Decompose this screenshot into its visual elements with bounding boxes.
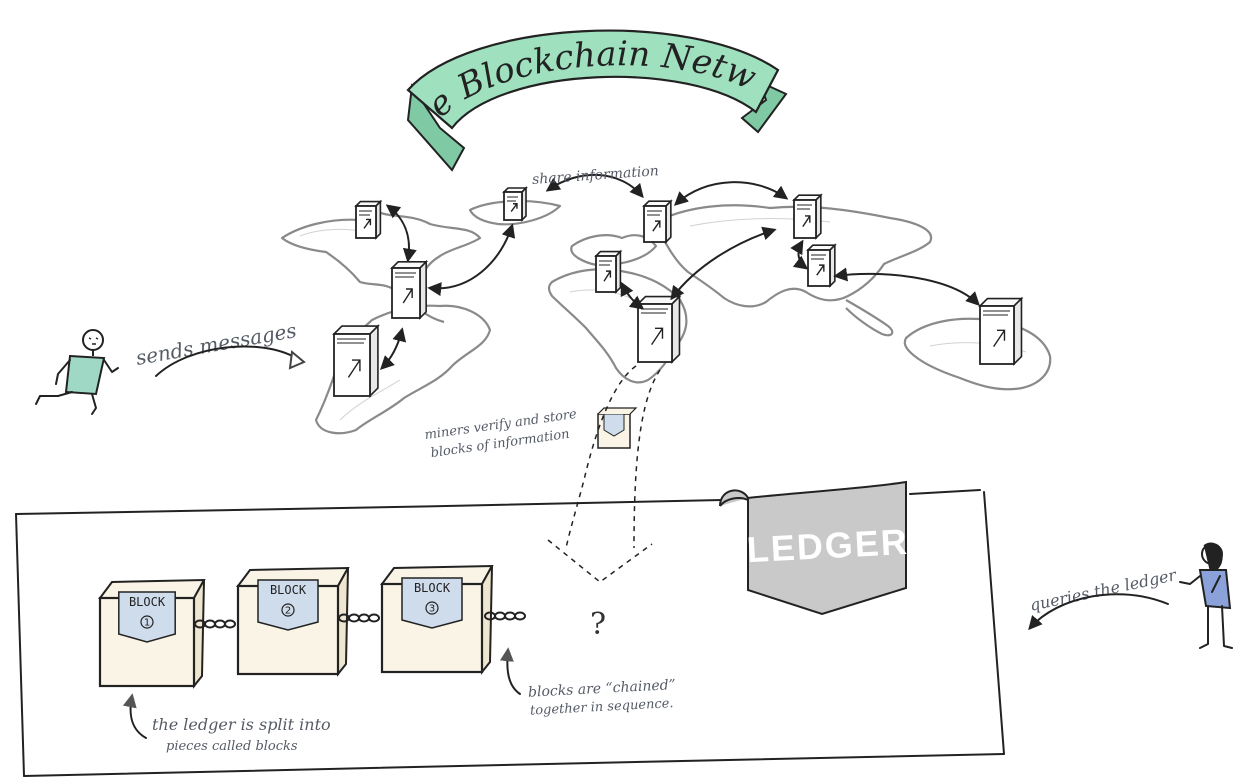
chained-label-line1: blocks are “chained” — [528, 677, 677, 701]
block-item: BLOCK 2 — [236, 566, 350, 677]
banner-ribbon — [406, 29, 780, 130]
queries-ledger-label: queries the ledger — [1028, 565, 1179, 615]
arrow-icon — [380, 327, 407, 370]
chained-arrow — [499, 647, 521, 695]
australia-outline — [903, 317, 1052, 391]
block-item: BLOCK 1 — [98, 578, 206, 689]
server-icon — [978, 296, 1024, 366]
ledger-split-arrow — [122, 693, 147, 739]
person-icon — [35, 329, 119, 415]
person-right — [1179, 542, 1233, 649]
arrow-icon — [833, 267, 980, 306]
arrow-icon — [385, 204, 417, 263]
share-information-label: share information — [532, 163, 660, 188]
chain-links — [194, 611, 526, 629]
network-nodes — [332, 186, 1024, 398]
server-icon — [594, 249, 623, 294]
ledger-tab: LEDGER — [719, 480, 910, 616]
ledger-frame: LEDGER — [15, 480, 1005, 777]
block-list: BLOCK 1 BLOCK 2 BLOCK 3 — [98, 564, 494, 689]
person-left — [35, 329, 119, 415]
page-title: The Blockchain Network — [0, 0, 762, 125]
block-label: BLOCK — [270, 583, 307, 597]
ledger-title: LEDGER — [746, 521, 910, 570]
person-right-shirt — [1198, 569, 1232, 610]
server-icon — [792, 193, 823, 240]
ledger-split-label-line1: the ledger is split into — [152, 715, 331, 734]
server-icon — [642, 199, 673, 244]
ledger-split-label-line2: pieces called blocks — [166, 739, 298, 754]
block-number: 3 — [429, 604, 435, 615]
server-icon — [354, 199, 383, 240]
southeast-asia-outline — [845, 299, 894, 337]
send-arrow — [155, 345, 297, 377]
arrow-icon — [673, 181, 789, 206]
server-icon — [806, 243, 837, 288]
query-arrow — [1028, 593, 1169, 631]
arrow-icon — [670, 226, 777, 301]
chain-icon — [484, 611, 526, 621]
next-block-question-mark: ? — [590, 607, 606, 642]
chain-icon — [338, 613, 380, 623]
world-map-icon — [280, 199, 1052, 435]
person-icon — [1179, 542, 1233, 649]
server-icon — [332, 324, 380, 398]
banner-left-tail — [406, 83, 466, 172]
server-icon — [636, 294, 682, 364]
africa-outline — [547, 268, 688, 384]
block-number: 1 — [144, 618, 150, 629]
title-banner: The Blockchain Network — [0, 0, 788, 172]
europe-outline — [570, 234, 658, 267]
arrow-icon — [427, 223, 516, 297]
arrow-icon — [790, 239, 809, 270]
arrow-icon — [620, 281, 645, 310]
floating-block-icon — [597, 407, 638, 449]
block-label: BLOCK — [414, 581, 451, 595]
server-icon — [390, 259, 429, 320]
arrow-icon — [545, 173, 644, 199]
sends-messages-label: sends messages — [134, 318, 298, 370]
block-item: BLOCK 3 — [380, 564, 494, 675]
person-left-shirt — [64, 354, 106, 396]
server-icon — [502, 186, 528, 222]
dashed-flow — [547, 365, 661, 583]
network-arrows — [380, 173, 980, 370]
block-number: 2 — [285, 606, 291, 617]
chain-icon — [194, 619, 236, 629]
block-label: BLOCK — [129, 595, 166, 609]
